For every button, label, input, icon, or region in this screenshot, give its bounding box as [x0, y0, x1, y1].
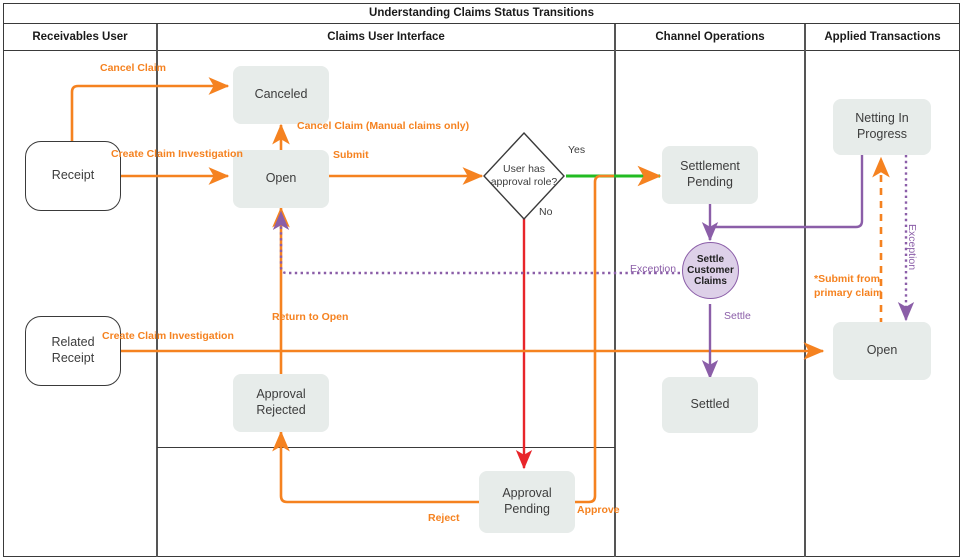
- node-approval-rejected[interactable]: Approval Rejected: [233, 374, 329, 432]
- node-open[interactable]: Open: [233, 150, 329, 208]
- edge-label-return-to-open: Return to Open: [272, 311, 349, 323]
- lane-divider-3: [804, 24, 806, 557]
- diagram-frame: [3, 3, 960, 557]
- edge-label-exception-right: Exception: [906, 224, 918, 271]
- node-canceled[interactable]: Canceled: [233, 66, 329, 124]
- lane-header-channel-operations: Channel Operations: [615, 24, 805, 51]
- lane-header-applied-transactions: Applied Transactions: [805, 24, 960, 51]
- node-netting-in-progress[interactable]: Netting In Progress: [833, 99, 931, 155]
- node-related-receipt[interactable]: Related Receipt: [25, 316, 121, 386]
- node-settled[interactable]: Settled: [662, 377, 758, 433]
- edge-label-cancel-claim-manual: Cancel Claim (Manual claims only): [297, 120, 470, 132]
- lane-divider-2: [614, 24, 616, 557]
- diamond-shape: [483, 131, 565, 221]
- edge-label-submit-from-primary-1: *Submit from: [814, 273, 880, 285]
- edge-label-reject: Reject: [428, 512, 460, 524]
- node-approval-pending[interactable]: Approval Pending: [479, 471, 575, 533]
- sublane-divider: [157, 447, 615, 449]
- decision-user-has-approval-role[interactable]: User has approval role?: [482, 131, 566, 221]
- edge-label-create-claim-investigation-2: Create Claim Investigation: [102, 330, 234, 342]
- edge-label-approve: Approve: [577, 504, 620, 516]
- page-title: Understanding Claims Status Transitions: [3, 3, 960, 24]
- edge-label-submit-from-primary-2: primary claim: [814, 287, 883, 299]
- edge-label-create-claim-investigation: Create Claim Investigation: [111, 148, 243, 160]
- decision-branch-label-no: No: [539, 206, 553, 218]
- lane-header-receivables-user: Receivables User: [3, 24, 157, 51]
- lane-divider-1: [156, 24, 158, 557]
- edge-label-settle: Settle: [724, 310, 751, 322]
- edge-label-submit: Submit: [333, 149, 369, 161]
- edge-label-exception-left: Exception: [630, 263, 677, 275]
- edge-label-cancel-claim: Cancel Claim: [100, 62, 166, 74]
- decision-branch-label-yes: Yes: [568, 144, 586, 156]
- node-applied-open[interactable]: Open: [833, 322, 931, 380]
- node-receipt[interactable]: Receipt: [25, 141, 121, 211]
- node-settlement-pending[interactable]: Settlement Pending: [662, 146, 758, 204]
- decision-label: User has approval role?: [490, 163, 558, 188]
- process-settle-customer-claims[interactable]: Settle Customer Claims: [682, 242, 739, 299]
- lane-header-claims-user-interface: Claims User Interface: [157, 24, 615, 51]
